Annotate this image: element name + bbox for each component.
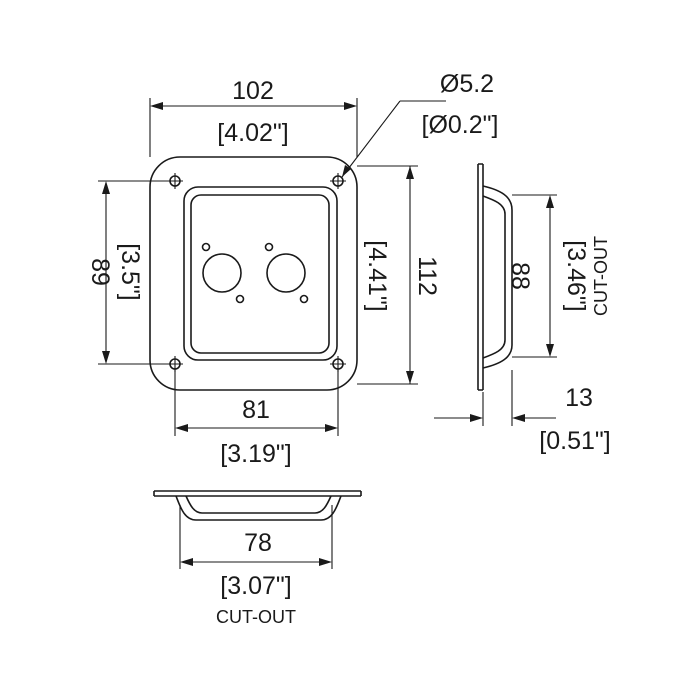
recess-panel <box>190 194 330 354</box>
dimension-width-hole-spacing: 81 [3.19"] <box>174 368 339 468</box>
bottom-dish-outer <box>175 495 342 521</box>
dimension-height-outer: [4.41"] 112 <box>357 165 441 385</box>
side-view: 88 [3.46"] CUT-OUT 13 [0.51"] <box>434 163 611 455</box>
cutout-note: CUT-OUT <box>216 607 296 627</box>
side-dish-inner <box>482 195 506 359</box>
recess-outer-edge <box>183 186 338 361</box>
bottom-flange <box>153 490 362 497</box>
dimension-label-inch: [3.5"] <box>116 243 144 301</box>
dimension-label-inch: [4.02"] <box>217 119 288 147</box>
dimension-label: 81 <box>242 396 270 424</box>
dimension-label: 78 <box>244 529 272 557</box>
dimension-label: 88 <box>506 262 534 290</box>
dimension-label-inch: [3.19"] <box>220 440 291 468</box>
dimension-depth: 13 [0.51"] <box>434 370 611 455</box>
bottom-dish-inner <box>185 495 332 514</box>
dimension-cutout-width: 78 [3.07"] CUT-OUT <box>179 505 333 627</box>
dimension-label-inch: [4.41"] <box>363 240 391 311</box>
connector-screw-hole <box>299 294 309 304</box>
dimension-label: 89 <box>86 258 114 286</box>
dimension-label-inch: [3.46"] <box>562 240 590 311</box>
dimension-label-inch: [Ø0.2"] <box>422 111 499 139</box>
outer-flange <box>149 156 358 391</box>
connector-hole-left <box>202 253 242 293</box>
bottom-view: 78 [3.07"] CUT-OUT <box>153 490 362 627</box>
dimension-label-inch: [3.07"] <box>220 572 291 600</box>
connector-screw-hole <box>264 242 274 252</box>
dimension-label: 112 <box>413 256 441 296</box>
connector-screw-hole <box>235 294 245 304</box>
side-flange <box>477 163 484 391</box>
connector-cutouts <box>201 242 309 304</box>
dimension-label: 13 <box>565 384 593 412</box>
front-view: 102 [4.02"] Ø5.2 [Ø0.2"] 89 [3.5"] [4.41… <box>86 70 498 468</box>
dimension-label: 102 <box>232 77 274 105</box>
dimension-label: Ø5.2 <box>440 70 494 98</box>
connector-screw-hole <box>201 242 211 252</box>
dimension-height-hole-spacing: 89 [3.5"] <box>86 180 171 365</box>
side-dish-outer <box>482 185 513 369</box>
mounting-holes <box>167 173 346 372</box>
dimension-hole-diameter: Ø5.2 [Ø0.2"] <box>341 70 499 178</box>
dimension-label-inch: [0.51"] <box>539 427 610 455</box>
cutout-note: CUT-OUT <box>591 236 611 316</box>
dimension-width-outer: 102 [4.02"] <box>149 77 358 157</box>
dimension-cutout-height: 88 [3.46"] CUT-OUT <box>506 194 611 358</box>
connector-hole-right <box>266 253 306 293</box>
